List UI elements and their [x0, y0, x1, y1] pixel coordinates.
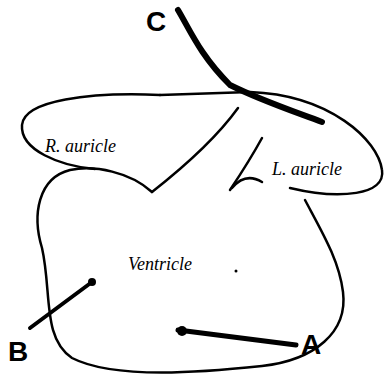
- chamber-label: Ventricle: [128, 255, 192, 275]
- chamber-wall: [22, 94, 160, 169]
- heart-chamber: L. auricle: [155, 86, 389, 202]
- chamber-label: R. auricle: [45, 137, 116, 157]
- truncus-wall: [230, 138, 262, 190]
- vessel-a: [178, 330, 296, 345]
- vessel-c: [178, 10, 322, 122]
- chamber-outline: [155, 86, 389, 202]
- vessel-letter: C: [146, 8, 166, 36]
- truncus-wall: [152, 108, 238, 192]
- vessel-letter: A: [301, 331, 321, 359]
- chamber-label: L. auricle: [272, 160, 342, 180]
- chamber-wall: [232, 178, 262, 188]
- vessel-end: [177, 326, 187, 336]
- vessel-b: [30, 282, 92, 328]
- chamber-wall: [160, 92, 382, 194]
- vessel-end: [88, 278, 96, 286]
- chamber-wall: [38, 168, 344, 372]
- heart-chamber: R. auricle: [18, 88, 168, 176]
- chamber-outline: [18, 88, 168, 176]
- vessel-letter: B: [8, 338, 28, 366]
- dot: [235, 270, 238, 273]
